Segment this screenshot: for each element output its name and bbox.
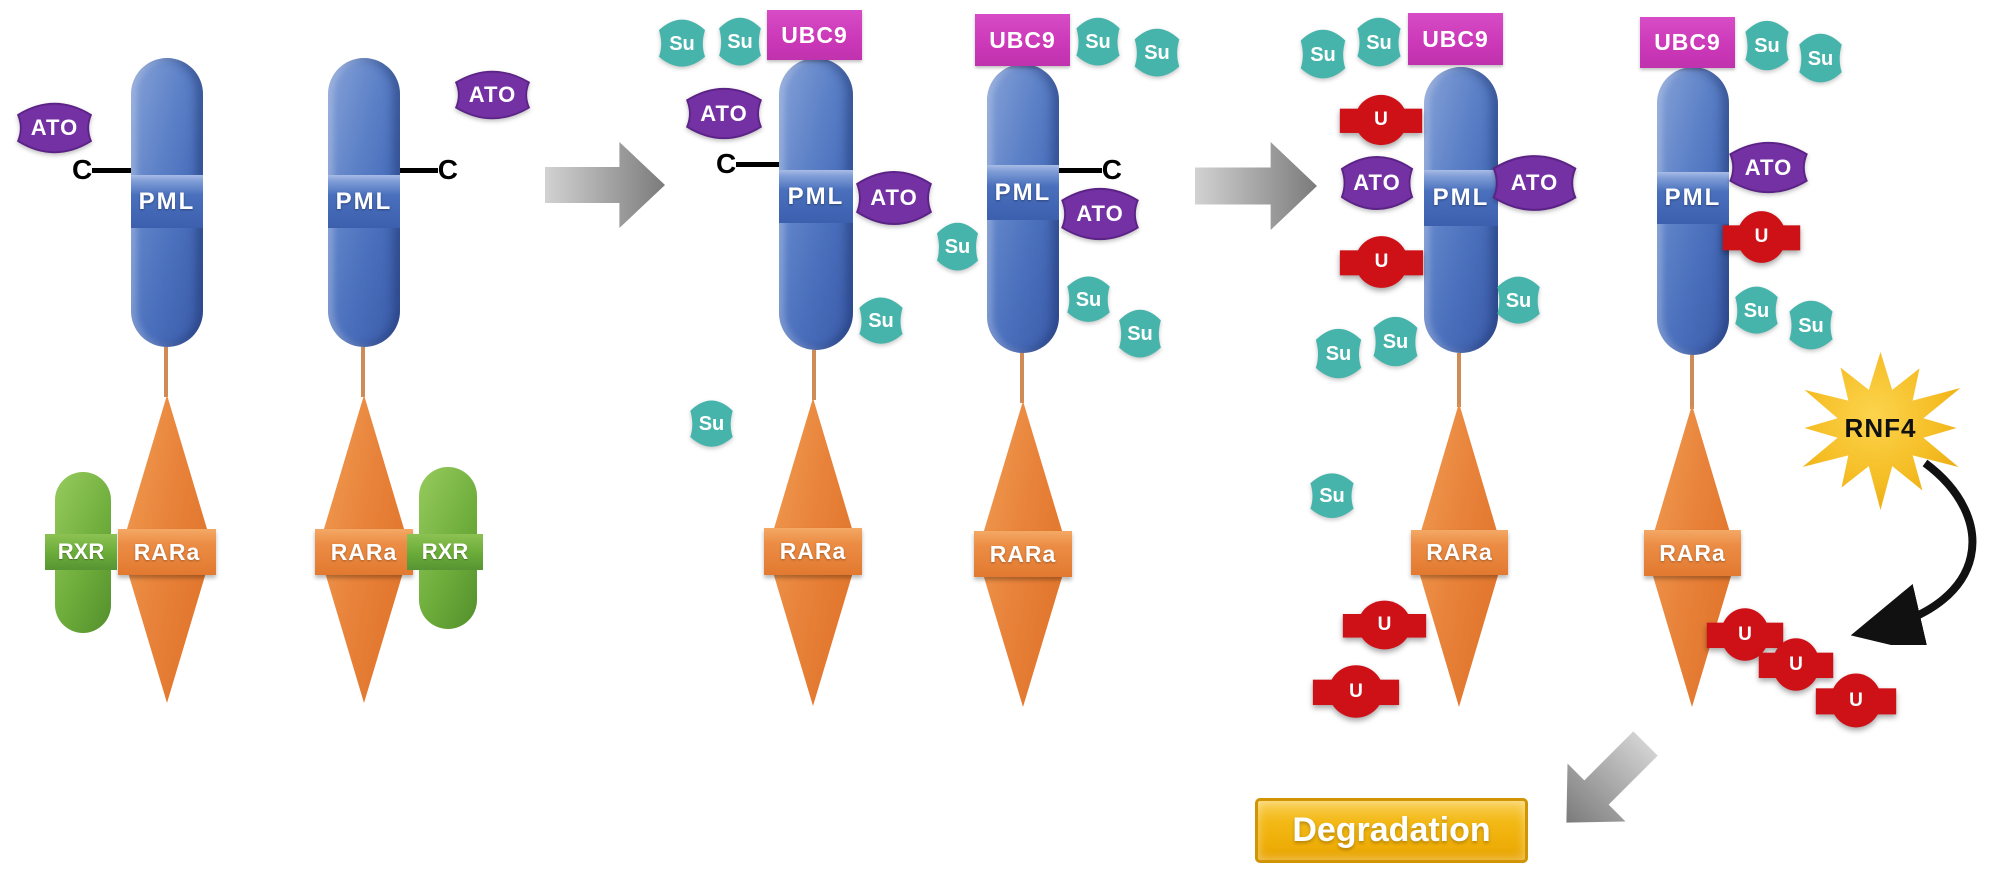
sumo-badge: Su	[1307, 324, 1370, 385]
sumo-badge: Su	[1727, 282, 1786, 340]
sumo-badge: Su	[1349, 13, 1409, 73]
c-terminus-marker-3: C	[716, 150, 780, 178]
sumo-badge: Su	[1111, 305, 1169, 364]
degradation-arrow	[1537, 714, 1674, 851]
c-line	[736, 161, 780, 167]
ubiquitin-badge: U	[1339, 86, 1423, 154]
c-line	[1058, 167, 1102, 173]
ubiquitin-badge: U	[1722, 202, 1801, 272]
ato-badge-free-3: ATO	[681, 85, 767, 142]
ato-badge-bound-5-right: ATO	[1487, 152, 1582, 214]
stage-arrow-1	[545, 142, 665, 228]
ubiquitin-badge: U	[1706, 599, 1784, 670]
pml-label-band-4: PML	[987, 165, 1059, 220]
sumo-badge: Su	[1068, 13, 1128, 72]
linker-stem-4	[1020, 353, 1024, 403]
c-line	[396, 167, 438, 173]
linker-stem-3	[812, 350, 816, 400]
rara-label-band-4: RARa	[974, 531, 1072, 577]
degradation-box: Degradation	[1255, 798, 1528, 863]
ubc9-box-3: UBC9	[1408, 13, 1503, 65]
rxr-label-band-1: RXR	[45, 534, 117, 570]
rnf4-action-arrow	[1850, 459, 1977, 645]
ato-badge-bound-4: ATO	[1056, 185, 1144, 243]
sumo-badge: Su	[1126, 24, 1188, 83]
ato-badge-free-1: ATO	[12, 100, 97, 156]
sumo-badge: Su	[929, 218, 986, 277]
stage-arrow-2	[1195, 142, 1317, 230]
sumo-badge: Su	[1059, 272, 1118, 328]
ato-badge-bound-5-left: ATO	[1336, 153, 1418, 213]
star-polygon	[1802, 351, 1961, 511]
pml-label-band-6: PML	[1657, 172, 1729, 224]
sumo-badge-free: Su	[1302, 469, 1362, 524]
sumo-badge: Su	[1737, 16, 1797, 77]
ubc9-box-1: UBC9	[767, 10, 862, 60]
rnf4-starburst: RNF4	[1783, 345, 1978, 511]
rara-label-band-1: RARa	[118, 529, 216, 575]
ato-badge-bound-3: ATO	[851, 168, 937, 228]
c-terminus-marker-1: C	[72, 156, 134, 184]
sumo-badge: Su	[1292, 25, 1354, 85]
ubc9-box-4: UBC9	[1640, 17, 1735, 68]
ubiquitin-badge: U	[1312, 656, 1400, 727]
ubiquitin-badge: U	[1758, 629, 1834, 700]
ato-badge-free-2: ATO	[450, 68, 535, 122]
rara-label-band-6: RARa	[1644, 530, 1741, 576]
sumo-badge: Su	[1781, 296, 1841, 356]
ubiquitin-badge: U	[1339, 227, 1424, 297]
sumo-badge: Su	[1365, 312, 1426, 373]
ubiquitin-badge: U	[1342, 592, 1427, 658]
linker-stem-1	[164, 347, 168, 397]
ubc9-box-2: UBC9	[975, 14, 1070, 66]
sumo-badge: Su	[851, 293, 911, 350]
rara-label-band-2: RARa	[315, 529, 413, 575]
pml-label-band-3: PML	[779, 170, 853, 223]
linker-stem-6	[1690, 355, 1694, 409]
pml-label-band-5: PML	[1424, 170, 1498, 226]
linker-stem-2	[361, 347, 365, 397]
sumo-badge: Su	[711, 13, 769, 72]
c-terminus-marker-4: C	[1058, 156, 1122, 184]
pml-label-band-2: PML	[328, 175, 400, 228]
sumo-badge: Su	[650, 15, 714, 73]
rara-label-band-3: RARa	[764, 528, 862, 575]
rxr-label-band-2: RXR	[407, 534, 483, 570]
sumo-badge: Su	[1791, 29, 1850, 89]
sumo-badge-free: Su	[682, 396, 741, 453]
pml-label-band-1: PML	[131, 175, 203, 228]
c-line	[92, 167, 134, 173]
sumo-badge: Su	[1489, 272, 1548, 330]
ubiquitin-badge: U	[1815, 664, 1897, 737]
rara-label-band-5: RARa	[1411, 530, 1508, 575]
c-terminus-marker-2: C	[396, 156, 458, 184]
ato-badge-bound-6: ATO	[1724, 139, 1813, 196]
linker-stem-5	[1457, 353, 1461, 407]
